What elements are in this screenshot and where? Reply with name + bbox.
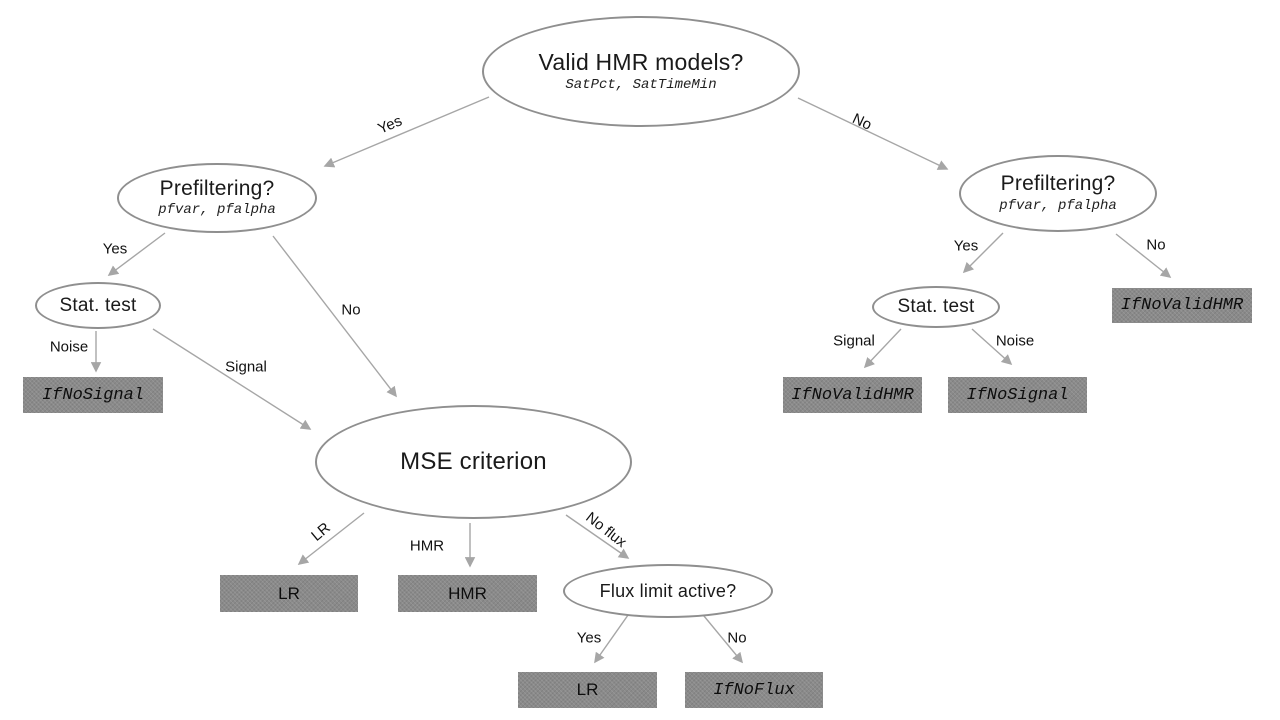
node-prefiltering-left: Prefiltering? pfvar, pfalpha [117,163,317,233]
edge-flux-no [698,609,744,664]
node-stat-test-right-title: Stat. test [897,296,975,318]
box-hmr-mse: HMR [398,575,537,612]
edge-label-statr-noise: Noise [995,332,1035,350]
node-mse-criterion: MSE criterion [315,405,632,519]
edge-label-flux-yes: Yes [576,629,602,647]
node-valid-hmr-models: Valid HMR models? SatPct, SatTimeMin [482,16,800,127]
edge-prefr-no [1115,233,1172,278]
node-valid-hmr-title: Valid HMR models? [538,49,744,76]
edge-label-prefl-yes: Yes [102,240,128,258]
box-ifnovalidhmr-no: IfNoValidHMR [1112,288,1252,323]
edge-label-prefr-yes: Yes [953,237,979,255]
node-prefiltering-right-params: pfvar, pfalpha [999,197,1117,214]
box-ifnosignal-right: IfNoSignal [948,377,1087,413]
edge-label-prefl-no: No [341,301,361,319]
edge-mse-noflux [565,514,630,559]
box-ifnovalidhmr-signal: IfNoValidHMR [783,377,922,413]
node-prefiltering-left-title: Prefiltering? [159,176,275,200]
edge-statr-noise [971,328,1013,366]
edge-prefl-no [272,235,397,398]
node-mse-criterion-title: MSE criterion [400,448,547,476]
edge-label-statr-signal: Signal [833,332,875,350]
node-prefiltering-left-params: pfvar, pfalpha [158,202,276,219]
edge-prefr-yes [962,232,1004,274]
box-ifnosignal-left: IfNoSignal [23,377,163,413]
edge-statl-signal [152,328,312,430]
node-valid-hmr-params: SatPct, SatTimeMin [565,76,717,93]
edge-statr-signal [863,328,902,369]
edge-flux-yes [594,607,634,664]
node-prefiltering-right: Prefiltering? pfvar, pfalpha [959,155,1157,232]
edge-mse-lr [297,512,365,565]
edge-label-statl-noise: Noise [49,338,89,356]
node-stat-test-left: Stat. test [35,282,161,329]
box-ifnoflux: IfNoFlux [685,672,823,708]
edge-prefl-yes [107,232,166,276]
edge-root-no [797,97,949,170]
node-flux-limit-active: Flux limit active? [563,564,773,618]
box-lr-flux: LR [518,672,657,708]
edge-label-statl-signal: Signal [225,358,267,376]
node-flux-limit-title: Flux limit active? [599,580,737,601]
node-stat-test-left-title: Stat. test [59,294,137,316]
node-stat-test-right: Stat. test [872,286,1000,328]
edge-label-mse-hmr: HMR [409,537,445,555]
edge-root-yes [323,96,490,168]
edge-label-flux-no: No [727,629,747,647]
edge-label-prefr-no: No [1146,236,1166,254]
box-lr-mse: LR [220,575,358,612]
node-prefiltering-right-title: Prefiltering? [1000,172,1116,196]
